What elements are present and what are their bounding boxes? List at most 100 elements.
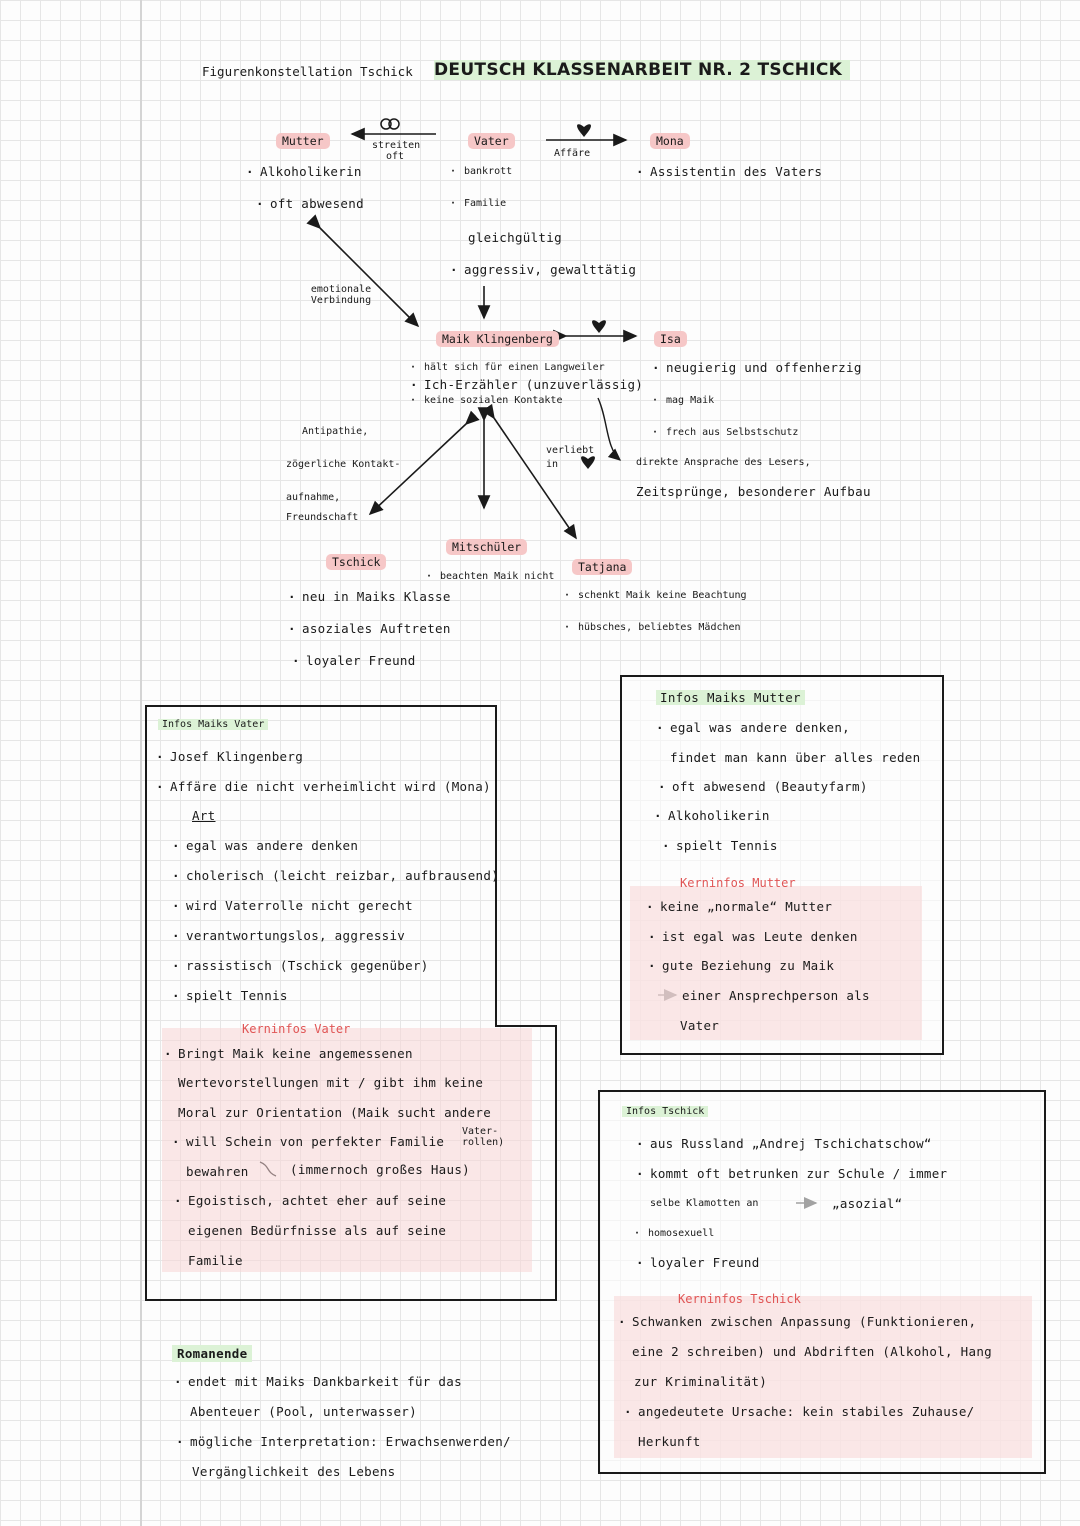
- vater-item: Josef Klingenberg: [156, 749, 303, 764]
- tschick-trait: neu in Maiks Klasse: [288, 589, 451, 604]
- vater-art-item: cholerisch (leicht reizbar, aufbrausend): [172, 868, 499, 883]
- tschick-kern-line: Schwanken zwischen Anpassung (Funktionie…: [618, 1314, 976, 1329]
- vater-kern-line: Egoistisch, achtet eher auf seine: [174, 1193, 446, 1208]
- rel-tschick-line: aufnahme,: [286, 492, 341, 503]
- tschick-kern-title: Kerninfos Tschick: [678, 1292, 801, 1306]
- heart-icon: [581, 456, 595, 469]
- margin-line: [140, 0, 142, 1526]
- rel-tschick-line: Antipathie,: [302, 426, 369, 437]
- mona-trait: Assistentin des Vaters: [636, 164, 822, 179]
- tschick-line: aus Russland „Andrej Tschichatschow“: [636, 1136, 932, 1151]
- tschick-line: „asozial“: [832, 1196, 903, 1211]
- romanende-line: endet mit Maiks Dankbarkeit für das: [174, 1374, 462, 1389]
- mutter-kern-title: Kerninfos Mutter: [680, 876, 796, 890]
- node-maik: Maik Klingenberg: [436, 328, 559, 347]
- tschick-line: kommt oft betrunken zur Schule / immer: [636, 1166, 947, 1181]
- vater-art-item: spielt Tennis: [172, 988, 288, 1003]
- tatjana-trait: hübsches, beliebtes Mädchen: [564, 622, 741, 633]
- vater-box-outline: [145, 705, 557, 1301]
- vater-art-item: egal was andere denken: [172, 838, 358, 853]
- rel-mutter-maik: emotionale Verbindung: [310, 284, 372, 306]
- mutter-kern-line: einer Ansprechperson als: [682, 988, 870, 1003]
- vater-kern-highlight: [162, 1028, 532, 1272]
- mitschueler-trait: beachten Maik nicht: [426, 571, 554, 582]
- vater-art-item: rassistisch (Tschick gegenüber): [172, 958, 429, 973]
- tschick-kern-line: eine 2 schreiben) und Abdriften (Alkohol…: [632, 1344, 992, 1359]
- rel-tatjana: verliebt in: [546, 445, 595, 470]
- tschick-kern-line: zur Kriminalität): [634, 1374, 768, 1389]
- maik-trait: Ich-Erzähler (unzuverlässig): [410, 377, 643, 392]
- page-title: DEUTSCH KLASSENARBEIT NR. 2 TSCHICK: [434, 60, 851, 80]
- heart-icon: [592, 320, 606, 333]
- vater-trait: bankrott: [450, 166, 512, 177]
- node-mitschueler: Mitschüler: [446, 536, 528, 555]
- vater-kern-line: will Schein von perfekter Familie: [172, 1134, 444, 1149]
- mutter-line: egal was andere denken,: [656, 720, 850, 735]
- isa-trait: mag Maik: [652, 395, 714, 406]
- vater-kern-title: Kerninfos Vater: [242, 1022, 351, 1036]
- romanende-line: mögliche Interpretation: Erwachsenwerden…: [176, 1434, 511, 1449]
- vater-art-item: wird Vaterrolle nicht gerecht: [172, 898, 413, 913]
- maik-trait: keine sozialen Kontakte: [410, 395, 563, 406]
- node-mutter: Mutter: [276, 130, 330, 149]
- node-vater: Vater: [468, 130, 515, 149]
- node-tschick: Tschick: [326, 551, 387, 570]
- mutter-kern-line: ist egal was Leute denken: [648, 929, 858, 944]
- vater-rollen: Vater- rollen): [462, 1126, 505, 1148]
- romanende-title: Romanende: [172, 1343, 253, 1362]
- rel-mutter-vater: streiten oft: [372, 140, 421, 162]
- tschick-kern-line: Herkunft: [638, 1434, 701, 1449]
- mutter-line: Alkoholikerin: [654, 808, 770, 823]
- arrow-mutter-maik: [306, 214, 420, 328]
- vater-kern-line: Wertevorstellungen mit / gibt ihm keine: [178, 1075, 484, 1090]
- isa-trait: frech aus Selbstschutz: [652, 427, 799, 438]
- arrow-maik-erzaehl: [597, 397, 622, 461]
- tschick-trait: loyaler Freund: [292, 653, 416, 668]
- tschick-line: homosexuell: [634, 1228, 714, 1239]
- romanende-line: Vergänglichkeit des Lebens: [192, 1464, 396, 1479]
- arrow-maik-tatjana: [481, 403, 577, 540]
- mutter-trait: Alkoholikerin: [246, 164, 362, 179]
- vater-trait: gleichgültig: [468, 230, 562, 245]
- mutter-kern-line: gute Beziehung zu Maik: [648, 958, 834, 973]
- mutter-line: findet man kann über alles reden: [670, 750, 921, 765]
- arrow-maik-tschick: [368, 410, 480, 516]
- tatjana-trait: schenkt Maik keine Beachtung: [564, 590, 747, 601]
- rel-vater-mona: Affäre: [554, 148, 591, 159]
- erzaehl-line: Zeitsprünge, besonderer Aufbau: [636, 484, 871, 499]
- tschick-line: selbe Klamotten an: [650, 1198, 759, 1209]
- isa-trait: neugierig und offenherzig: [652, 360, 862, 375]
- erzaehl-line: direkte Ansprache des Lesers,: [636, 457, 811, 468]
- maik-trait: hält sich für einen Langweiler: [410, 362, 605, 373]
- rel-tschick-line: zögerliche Kontakt-: [286, 459, 401, 470]
- mutter-line: spielt Tennis: [662, 838, 778, 853]
- tschick-trait: asoziales Auftreten: [288, 621, 451, 636]
- vater-box-title: Infos Maiks Vater: [158, 719, 269, 730]
- node-mona: Mona: [650, 130, 690, 149]
- vater-kern-line: Bringt Maik keine angemessenen: [164, 1046, 413, 1061]
- mutter-kern-line: Vater: [680, 1018, 720, 1033]
- vater-trait: aggressiv, gewalttätig: [450, 262, 636, 277]
- tschick-kern-line: angedeutete Ursache: kein stabiles Zuhau…: [624, 1404, 975, 1419]
- vater-kern-line: bewahren: [186, 1164, 249, 1179]
- node-tatjana: Tatjana: [572, 556, 633, 575]
- romanende-line: Abenteuer (Pool, unterwasser): [190, 1404, 417, 1419]
- node-isa: Isa: [654, 328, 687, 347]
- vater-trait: Familie: [450, 198, 506, 209]
- page-subtitle: Figurenkonstellation Tschick: [202, 64, 413, 79]
- mutter-trait: oft abwesend: [256, 196, 364, 211]
- mutter-line: oft abwesend (Beautyfarm): [658, 779, 868, 794]
- vater-kern-line: eigenen Bedürfnisse als auf seine: [188, 1223, 447, 1238]
- vater-item: Affäre die nicht verheimlicht wird (Mona…: [156, 779, 491, 794]
- tschick-line: loyaler Freund: [636, 1255, 760, 1270]
- vater-kern-line: Moral zur Orientation (Maik sucht andere: [178, 1105, 492, 1120]
- rel-tschick-line: Freundschaft: [286, 512, 359, 523]
- rings-icon: [380, 118, 392, 130]
- vater-art-item: verantwortungslos, aggressiv: [172, 928, 405, 943]
- tschick-box-title: Infos Tschick: [622, 1106, 709, 1117]
- mutter-box-title: Infos Maiks Mutter: [656, 690, 805, 705]
- vater-art-label: Art: [192, 808, 216, 823]
- heart-icon: [577, 124, 591, 137]
- mutter-kern-line: keine „normale“ Mutter: [646, 899, 832, 914]
- vater-kern-line: Familie: [188, 1253, 243, 1268]
